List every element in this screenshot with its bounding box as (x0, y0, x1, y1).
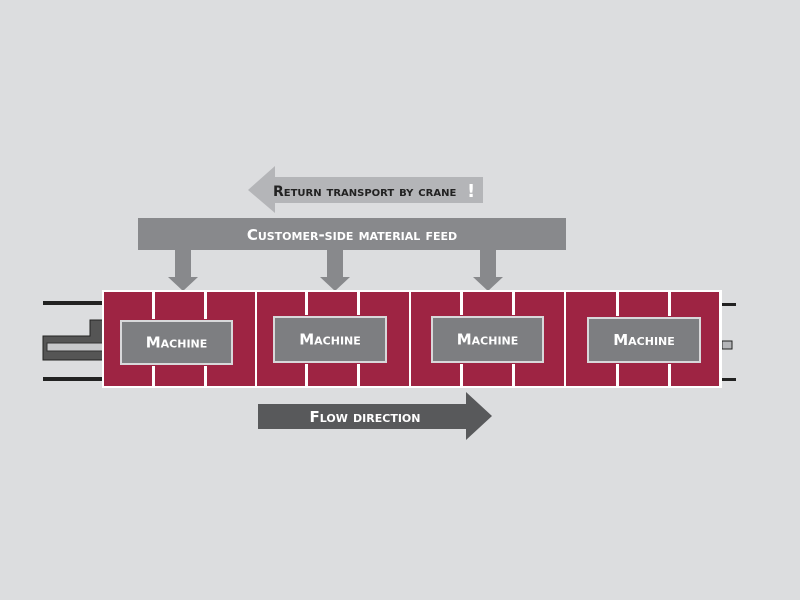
material-feed-label: Customer-side material feed (247, 226, 457, 244)
machine-label: Machine (146, 334, 208, 352)
return-mark: ! (467, 181, 475, 202)
cell-band: Machine Machine Machine Machine (102, 290, 722, 388)
material-feed-bar: Customer-side material feed (138, 218, 566, 291)
machine-box (120, 320, 233, 365)
return-transport-arrow: Return transport by crane ! (248, 166, 483, 213)
machine-module: Machine (104, 292, 255, 386)
machine-box (431, 316, 544, 363)
machine-label: Machine (457, 331, 519, 349)
machine-module: Machine (566, 292, 719, 386)
machine-module: Machine (411, 292, 564, 386)
machine-label: Machine (299, 331, 361, 349)
machine-box (587, 317, 701, 363)
return-transport-label: Return transport by crane (273, 184, 456, 200)
machine-module: Machine (257, 292, 409, 386)
flow-direction-arrow: Flow direction (258, 392, 492, 440)
feed-arrow-down (473, 250, 503, 291)
feed-arrow-down (320, 250, 350, 291)
infeed-left (42, 301, 104, 381)
flow-direction-label: Flow direction (309, 408, 420, 426)
feed-arrow-down (168, 250, 198, 291)
machine-label: Machine (613, 331, 675, 349)
machine-box (273, 316, 387, 363)
